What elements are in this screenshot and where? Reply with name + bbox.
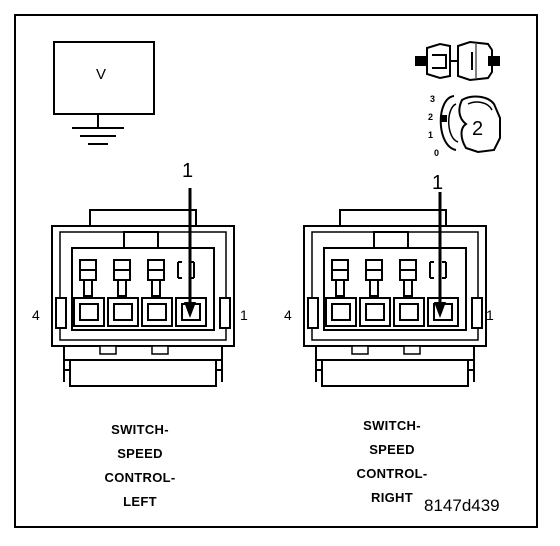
position-2-label: 2: [428, 112, 434, 122]
position-0-label: 0: [434, 148, 440, 158]
right-pin-marker: 1: [432, 172, 444, 194]
left-connector: [51, 188, 235, 387]
right-caption-line-3: CONTROL-: [356, 466, 428, 481]
left-connector-caption: SWITCH- SPEED CONTROL- LEFT: [80, 418, 200, 514]
right-connector: [303, 192, 487, 387]
position-3-label: 3: [430, 94, 436, 104]
left-caption-line-1: SWITCH-: [111, 422, 169, 437]
ground-icon: [72, 127, 124, 145]
terminal-stubs: [79, 259, 195, 297]
figure-id: 8147d439: [424, 496, 500, 515]
left-caption-line-4: LEFT: [123, 494, 157, 509]
right-end-right-label: 1: [486, 307, 494, 323]
position-1-label: 1: [428, 130, 434, 140]
right-caption-line-2: SPEED: [369, 442, 415, 457]
right-caption-line-4: RIGHT: [371, 490, 413, 505]
voltmeter: [53, 41, 155, 145]
left-end-right-label: 1: [240, 307, 248, 323]
right-caption-line-1: SWITCH-: [363, 418, 421, 433]
left-caption-line-2: SPEED: [117, 446, 163, 461]
right-connector-caption: SWITCH- SPEED CONTROL- RIGHT: [332, 414, 452, 510]
switch-plug-icon: [415, 40, 500, 82]
left-pin-marker: 1: [182, 160, 194, 182]
rotary-knob-icon: [439, 95, 501, 154]
diagram-frame: [14, 14, 538, 528]
voltmeter-symbol: V: [96, 66, 107, 83]
left-end-left-label: 4: [32, 307, 40, 323]
position-selected-label: 2: [472, 118, 484, 140]
left-caption-line-3: CONTROL-: [104, 470, 176, 485]
right-end-left-label: 4: [284, 307, 292, 323]
